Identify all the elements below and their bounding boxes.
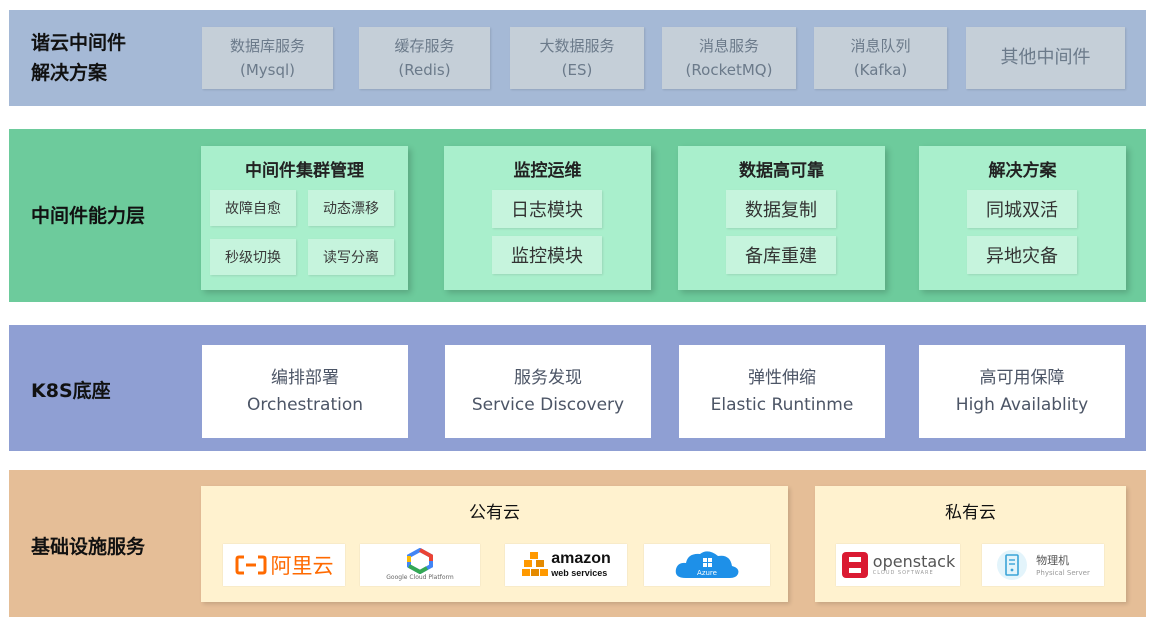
azure-cloud-icon (675, 551, 739, 578)
physical-server-main-text: 物理机 (1036, 553, 1070, 567)
azure-text: Azure (697, 569, 717, 577)
elastic-runtime-box: 弹性伸缩 Elastic Runtinme (679, 345, 885, 438)
data-reliability-card: 数据高可靠 数据复制 备库重建 (678, 146, 885, 290)
private-cloud-panel: 私有云 openstack CLOUD SOFTWARE (815, 486, 1126, 602)
chip-data-replication: 数据复制 (726, 190, 836, 228)
chip-rw-splitting: 读写分离 (308, 239, 394, 275)
aws-main-text: amazon (551, 550, 611, 567)
card-title: 解决方案 (988, 161, 1057, 181)
aws-cubes-icon (522, 552, 549, 576)
middleware-capability-layer: 中间件能力层 中间件集群管理 故障自愈 动态漂移 秒级切换 读写分离 监控运维 … (9, 129, 1146, 302)
card-title: 数据高可靠 (739, 161, 824, 181)
openstack-sub-text: CLOUD SOFTWARE (872, 570, 934, 576)
monitoring-ops-card: 监控运维 日志模块 监控模块 (444, 146, 651, 290)
solution-card: 解决方案 同城双活 异地灾备 (919, 146, 1126, 290)
layer-title: 谐云中间件 解决方案 (31, 32, 127, 84)
openstack-square-icon (841, 552, 868, 578)
mysql-service-box: 数据库服务 (Mysql) (202, 27, 333, 89)
kafka-service-box: 消息队列 (Kafka) (814, 27, 947, 89)
card-title: 监控运维 (513, 161, 582, 181)
chip-self-healing: 故障自愈 (210, 190, 296, 226)
orchestration-box: 编排部署 Orchestration (202, 345, 408, 438)
layer-title: 基础设施服务 (31, 536, 146, 558)
openstack-logo: openstack CLOUD SOFTWARE (836, 544, 960, 586)
card-title: 中间件集群管理 (245, 161, 364, 181)
chip-active-active: 同城双活 (967, 190, 1077, 228)
chip-failover: 秒级切换 (210, 239, 296, 275)
layer-title: 中间件能力层 (31, 205, 146, 227)
es-service-box: 大数据服务 (ES) (510, 27, 644, 89)
middleware-solutions-layer: 谐云中间件 解决方案 数据库服务 (Mysql) 缓存服务 (Redis) 大数… (9, 10, 1146, 106)
cluster-management-card: 中间件集群管理 故障自愈 动态漂移 秒级切换 读写分离 (201, 146, 408, 290)
physical-server-logo: 物理机 Physical Server (982, 544, 1104, 586)
physical-server-sub-text: Physical Server (1036, 568, 1090, 577)
physical-server-icon (997, 550, 1028, 580)
redis-service-box: 缓存服务 (Redis) (359, 27, 490, 89)
aws-sub-text: web services (551, 568, 608, 578)
openstack-main-text: openstack (872, 552, 956, 571)
chip-monitor-module: 监控模块 (492, 236, 602, 274)
chip-standby-rebuild: 备库重建 (726, 236, 836, 274)
rocketmq-service-box: 消息服务 (RocketMQ) (662, 27, 796, 89)
chip-dynamic-drift: 动态漂移 (308, 190, 394, 226)
layer-title: K8S底座 (31, 380, 111, 402)
google-cloud-logo: Google Cloud Platform (360, 544, 480, 586)
azure-logo: Azure (644, 544, 770, 586)
infrastructure-layer: 基础设施服务 公有云 阿里云 Google Cloud Platform (9, 470, 1146, 617)
aws-logo: amazon web services (505, 544, 627, 586)
high-availability-box: 高可用保障 High Availablity (919, 345, 1125, 438)
chip-log-module: 日志模块 (492, 190, 602, 228)
panel-title: 私有云 (945, 503, 996, 523)
public-cloud-panel: 公有云 阿里云 Google Cloud Platform (201, 486, 788, 602)
panel-title: 公有云 (469, 503, 520, 523)
aliyun-logo: 阿里云 (223, 544, 345, 586)
chip-disaster-recovery: 异地灾备 (967, 236, 1077, 274)
k8s-base-layer: K8S底座 编排部署 Orchestration 服务发现 Service Di… (9, 325, 1146, 451)
other-middleware-box: 其他中间件 (966, 27, 1125, 89)
google-cloud-hexagon-icon (407, 548, 433, 574)
service-discovery-box: 服务发现 Service Discovery (445, 345, 651, 438)
google-cloud-text: Google Cloud Platform (386, 574, 454, 581)
aliyun-text: 阿里云 (270, 554, 334, 578)
aliyun-bracket-icon (235, 555, 266, 575)
